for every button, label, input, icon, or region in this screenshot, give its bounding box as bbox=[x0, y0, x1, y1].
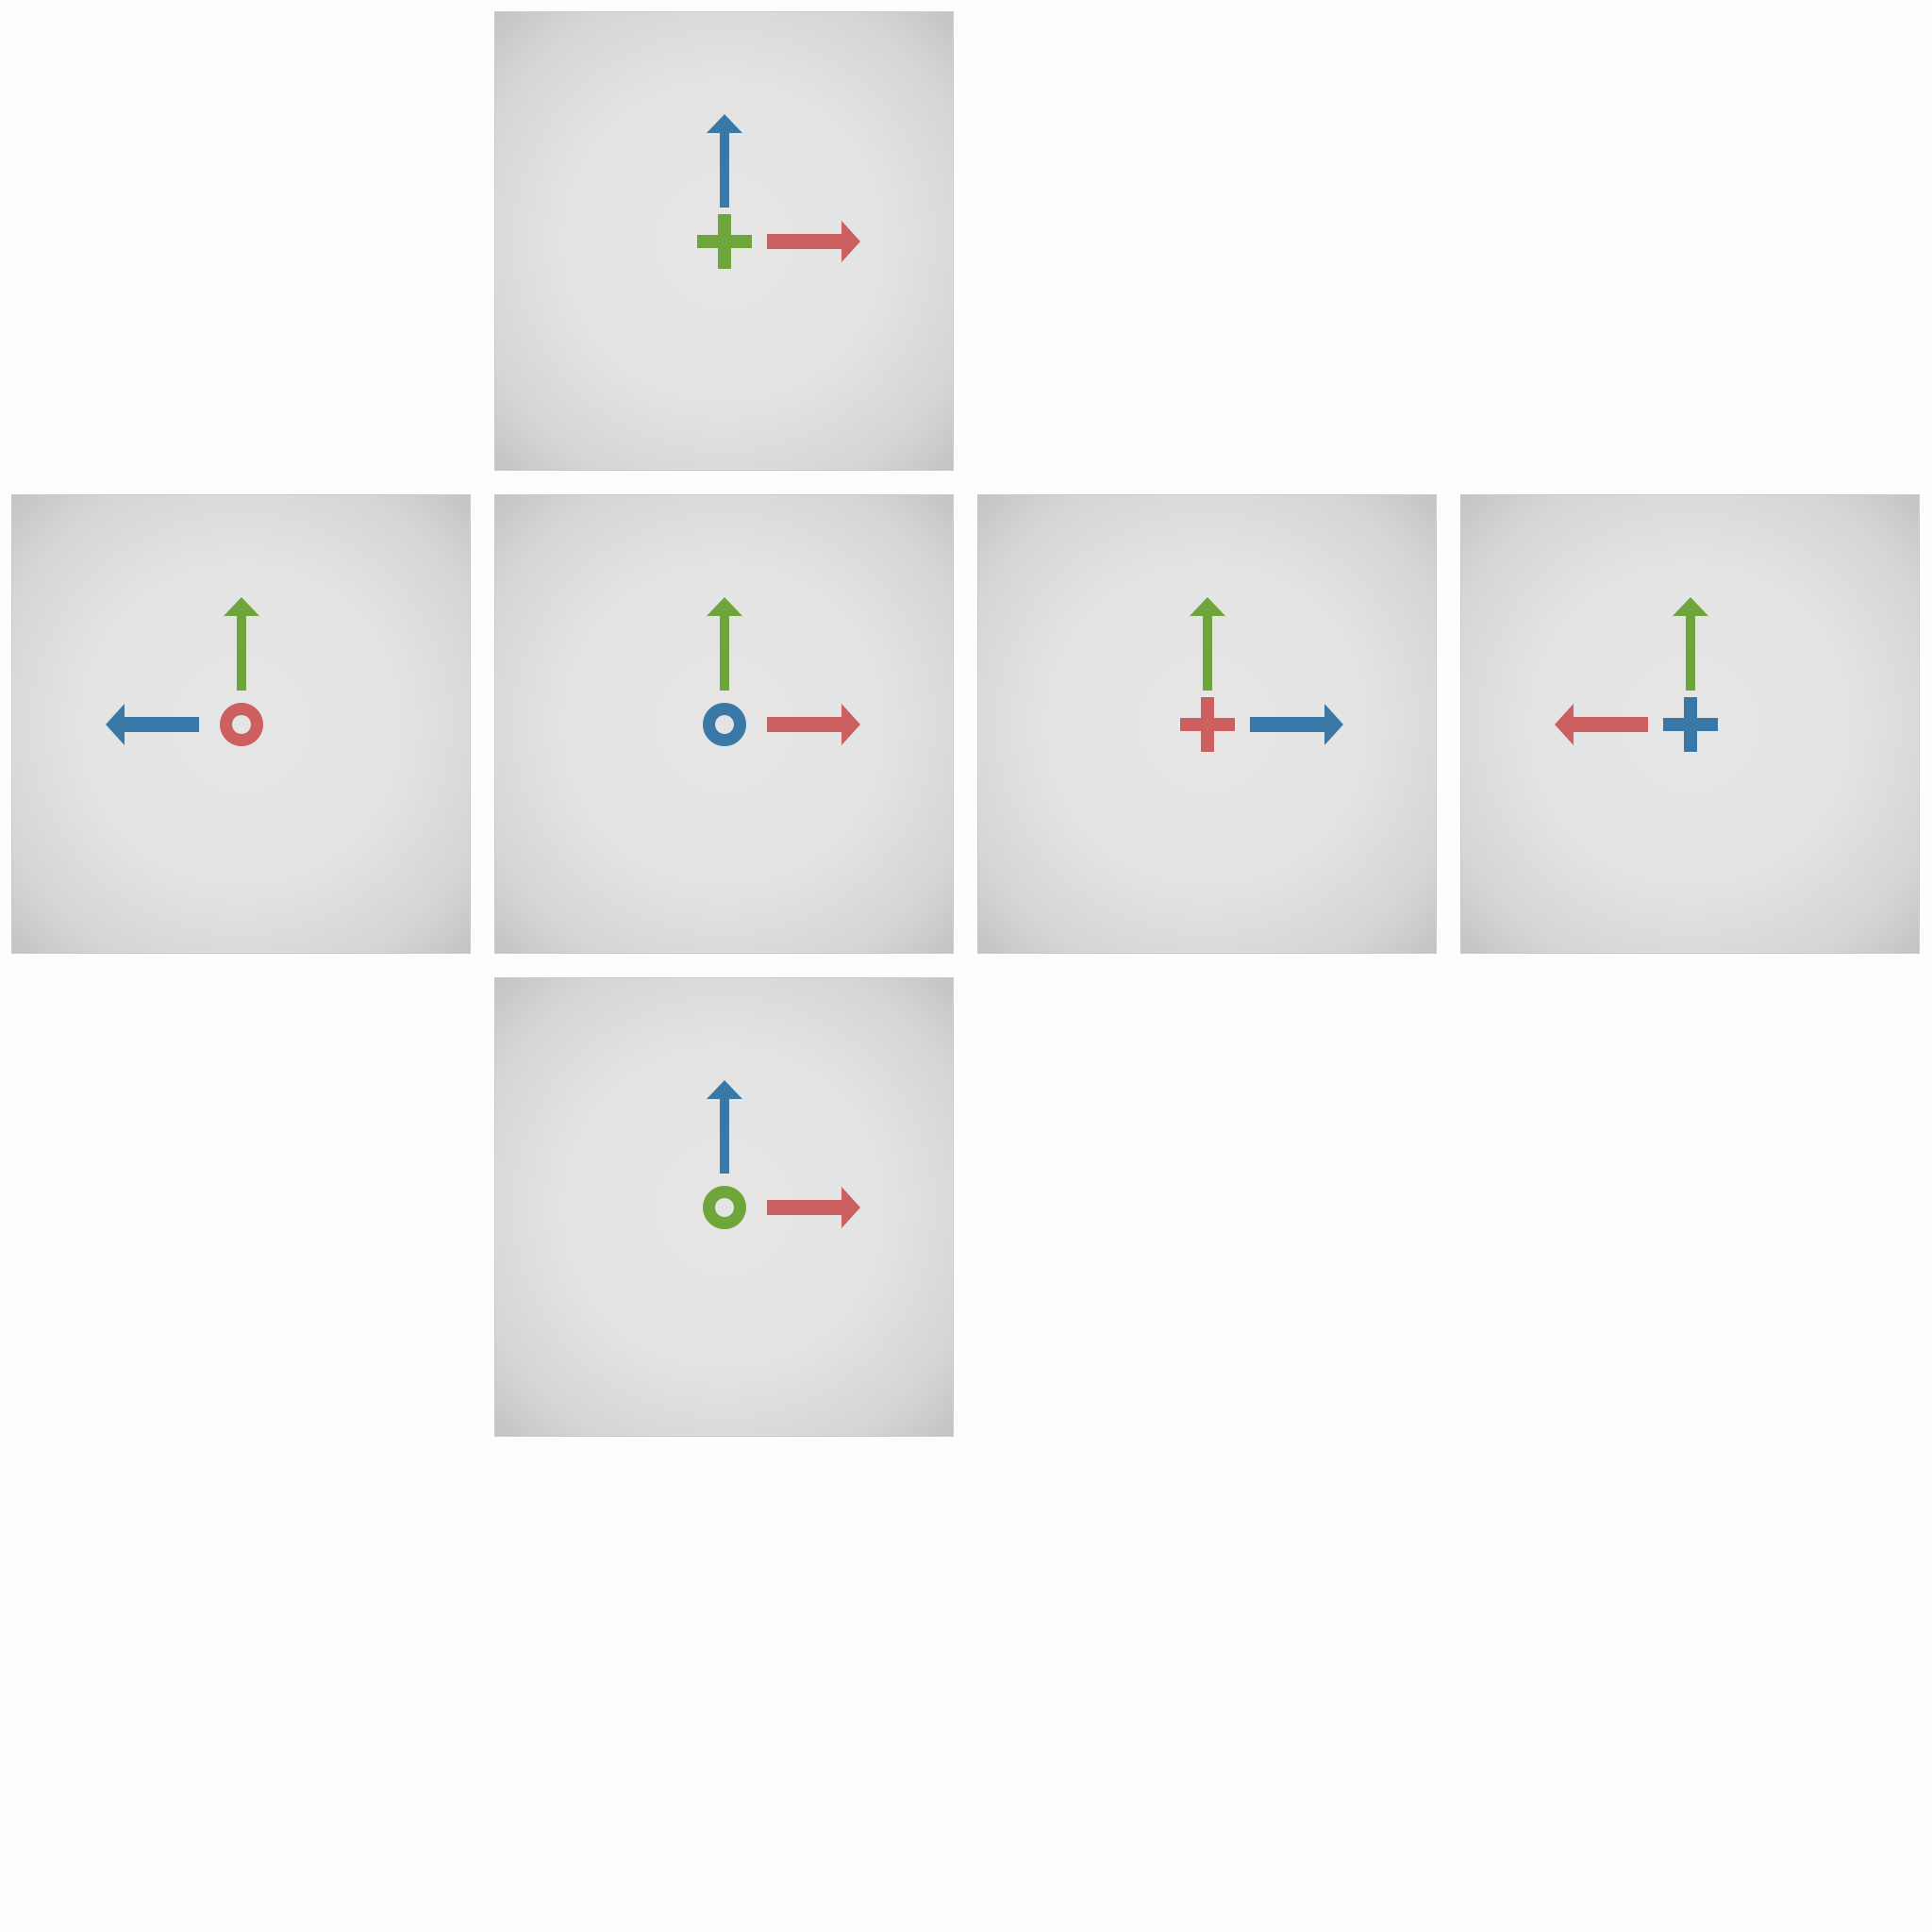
cube-face-right bbox=[977, 494, 1437, 954]
axis-out-circle-hole bbox=[715, 715, 734, 734]
axis-glyph-back bbox=[1555, 597, 1718, 752]
arrow-left-icon bbox=[1555, 704, 1648, 745]
axis-glyph-bottom bbox=[703, 1080, 860, 1229]
arrow-right-icon bbox=[767, 221, 860, 262]
cube-face-top bbox=[494, 11, 954, 471]
axis-out-circle-hole bbox=[232, 715, 251, 734]
axis-glyph-right bbox=[1180, 597, 1343, 752]
cube-face-bottom bbox=[494, 977, 954, 1437]
axis-glyph-left bbox=[106, 597, 263, 746]
axis-in-cross-icon bbox=[697, 214, 752, 269]
arrow-right-icon bbox=[1250, 704, 1343, 745]
axis-in-cross-icon bbox=[1180, 697, 1235, 752]
axis-glyph-front bbox=[703, 597, 860, 746]
arrow-right-icon bbox=[767, 704, 860, 745]
axis-in-cross-icon bbox=[1663, 697, 1718, 752]
arrow-right-icon bbox=[767, 1187, 860, 1228]
arrow-up-icon bbox=[224, 597, 259, 691]
cube-face-left bbox=[11, 494, 471, 954]
arrow-up-icon bbox=[1190, 597, 1225, 691]
arrow-left-icon bbox=[106, 704, 199, 745]
arrow-up-icon bbox=[707, 1080, 742, 1174]
axis-out-circle-hole bbox=[715, 1198, 734, 1217]
cube-face-front bbox=[494, 494, 954, 954]
arrow-up-icon bbox=[707, 114, 742, 208]
arrow-up-icon bbox=[1673, 597, 1708, 691]
axis-glyph-top bbox=[697, 114, 860, 269]
cube-face-back bbox=[1460, 494, 1920, 954]
arrow-up-icon bbox=[707, 597, 742, 691]
